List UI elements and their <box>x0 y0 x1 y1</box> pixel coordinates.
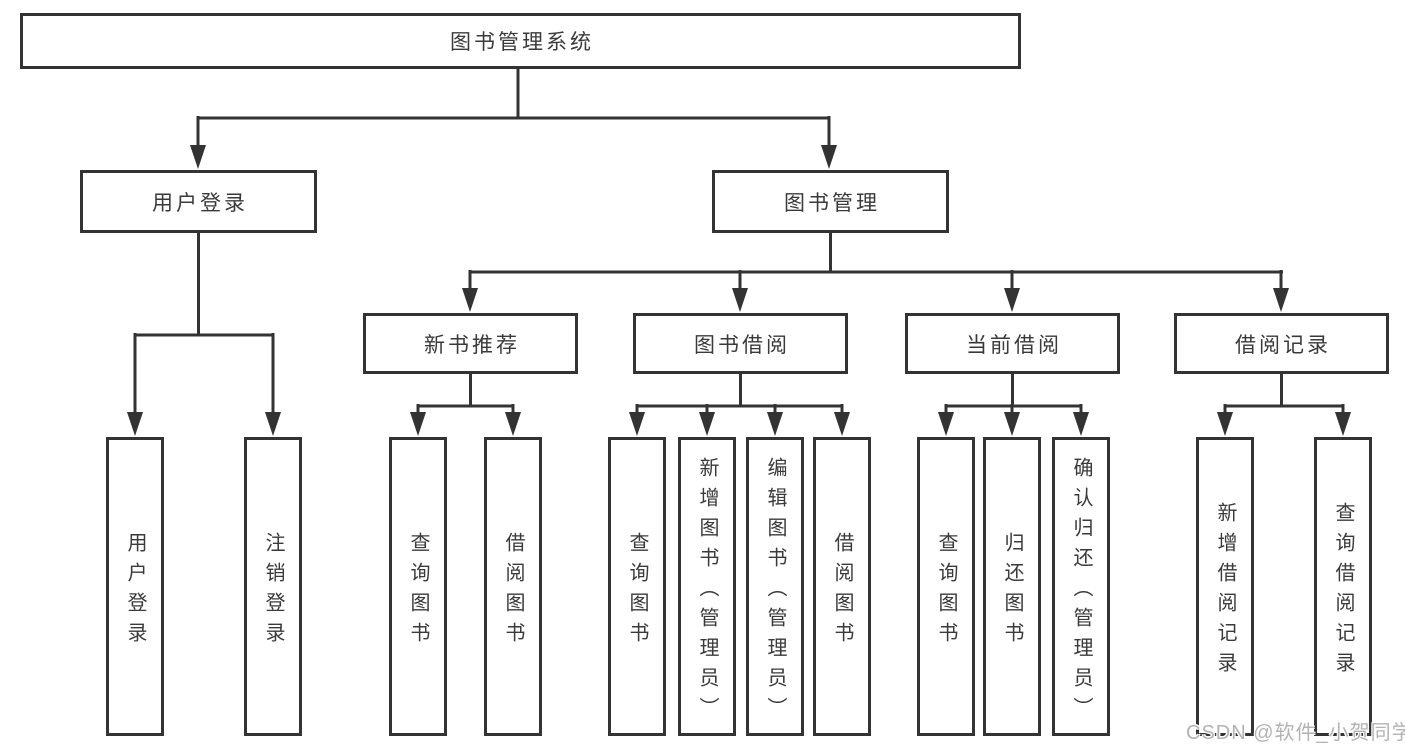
node-current-borrow: 当前借阅 <box>905 313 1120 374</box>
leaf-query-books-recommend: 查询图书 <box>389 437 447 736</box>
connector-book-mgmt-to-level3 <box>468 233 1283 294</box>
node-new-book-recommend: 新书推荐 <box>363 313 578 374</box>
leaf-add-books-admin-label: 新增图书（管理员） <box>696 456 718 727</box>
connector-new-book-recommend-to-leaves <box>416 374 515 418</box>
leaf-confirm-return-admin: 确认归还（管理员） <box>1052 437 1110 736</box>
node-new-book-recommend-label: 新书推荐 <box>424 333 520 357</box>
leaf-add-books-admin: 新增图书（管理员） <box>678 437 736 736</box>
leaf-borrow-books-label: 借阅图书 <box>831 531 853 652</box>
connector-root-to-level2 <box>196 69 831 150</box>
node-borrow-records: 借阅记录 <box>1174 313 1389 374</box>
leaf-add-borrow-record: 新增借阅记录 <box>1196 437 1254 736</box>
leaf-query-books-borrow-label: 查询图书 <box>626 531 648 652</box>
node-user-login-label: 用户登录 <box>152 191 248 215</box>
connector-borrow-records-to-leaves <box>1223 374 1345 418</box>
leaf-return-books-label: 归还图书 <box>1001 531 1023 652</box>
leaf-borrow-books-recommend: 借阅图书 <box>484 437 542 736</box>
node-book-management-label: 图书管理 <box>784 191 880 215</box>
leaf-logout-label: 注销登录 <box>262 531 284 652</box>
node-book-borrow: 图书借阅 <box>633 313 848 374</box>
leaf-borrow-books-recommend-label: 借阅图书 <box>502 531 524 652</box>
leaf-return-books: 归还图书 <box>983 437 1041 736</box>
leaf-query-books-borrow: 查询图书 <box>608 437 666 736</box>
node-current-borrow-label: 当前借阅 <box>966 333 1062 357</box>
leaf-confirm-return-admin-label: 确认归还（管理员） <box>1070 456 1092 727</box>
connector-book-borrow-to-leaves <box>635 374 844 418</box>
leaf-query-books-recommend-label: 查询图书 <box>407 531 429 652</box>
connector-current-borrow-to-leaves <box>944 374 1083 418</box>
leaf-query-borrow-record-label: 查询借阅记录 <box>1332 501 1354 682</box>
leaf-edit-books-admin-label: 编辑图书（管理员） <box>764 456 786 727</box>
leaf-borrow-books: 借阅图书 <box>813 437 871 736</box>
csdn-watermark: CSDN @软件_小贺同学 <box>1186 722 1405 744</box>
leaf-add-borrow-record-label: 新增借阅记录 <box>1214 501 1236 682</box>
leaf-query-borrow-record: 查询借阅记录 <box>1314 437 1372 736</box>
leaf-query-books-current: 查询图书 <box>917 437 975 736</box>
leaf-edit-books-admin: 编辑图书（管理员） <box>746 437 804 736</box>
node-borrow-records-label: 借阅记录 <box>1235 333 1331 357</box>
node-user-login: 用户登录 <box>80 170 317 233</box>
leaf-user-login-label: 用户登录 <box>124 531 146 652</box>
leaf-query-books-current-label: 查询图书 <box>935 531 957 652</box>
node-root-library-management-system: 图书管理系统 <box>20 13 1021 69</box>
node-book-management: 图书管理 <box>712 170 949 233</box>
connector-user-login-to-leaves <box>133 233 275 418</box>
leaf-logout: 注销登录 <box>244 437 302 736</box>
node-book-borrow-label: 图书借阅 <box>694 333 790 357</box>
node-root-label: 图书管理系统 <box>450 31 594 54</box>
leaf-user-login: 用户登录 <box>106 437 164 736</box>
